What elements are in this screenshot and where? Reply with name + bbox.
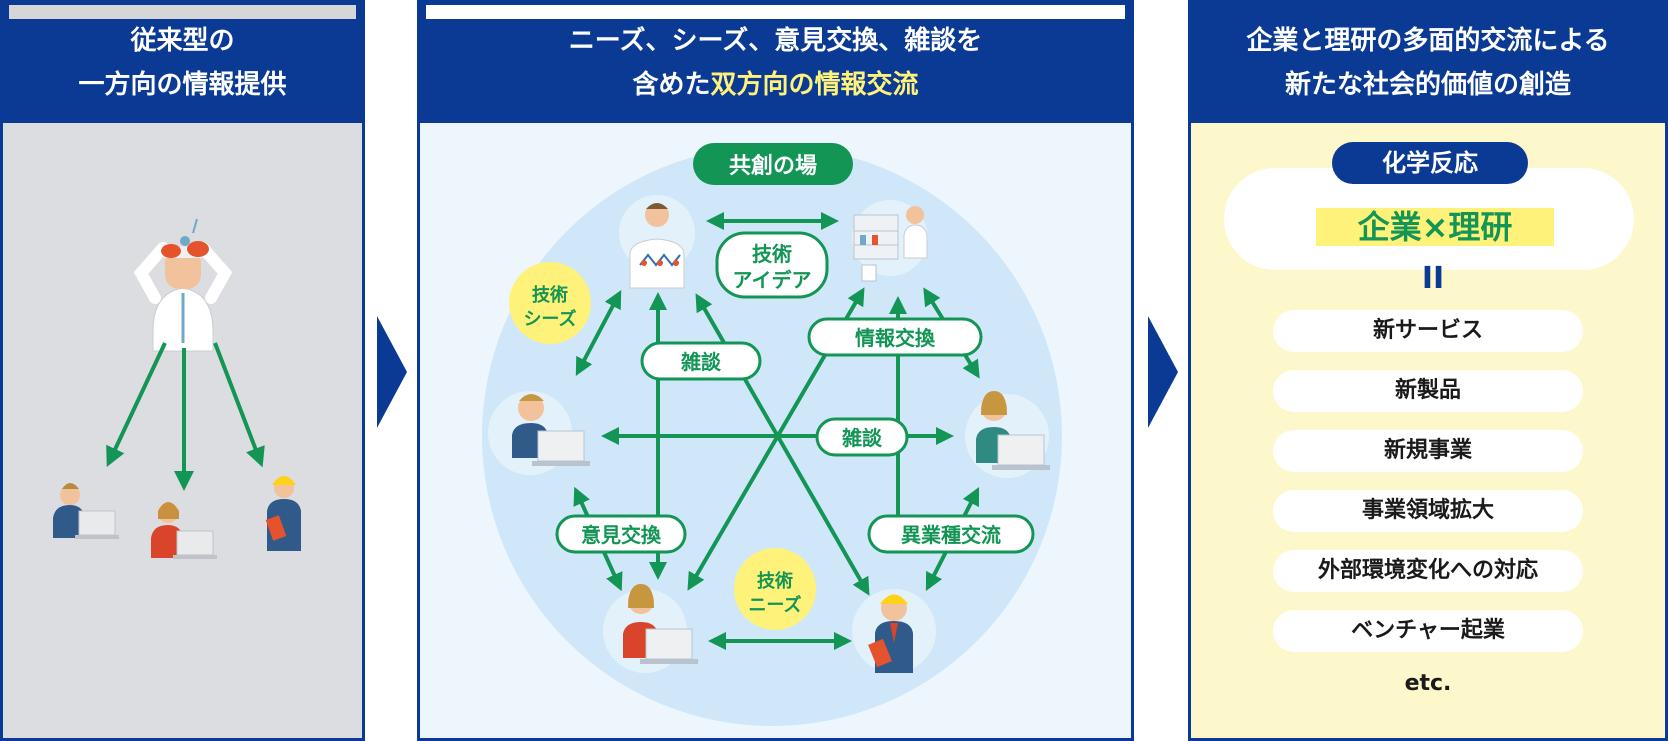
info-exchange-text: 情報交換 [855, 326, 936, 350]
header-top-bar [426, 5, 1125, 19]
chat-upper-text: 雑談 [680, 350, 722, 374]
panel-value-creation: 企業と理研の多面的交流による 新たな社会的価値の創造 化学反応 企業×理研 II… [1188, 0, 1668, 741]
co-creation-diagram: 共創の場 技術 シーズ 技術 ニーズ 技術 アイデア 雑談 情報交換 雑談 意見… [482, 143, 1062, 726]
chemical-reaction-badge: 化学反応 [1332, 142, 1528, 184]
etc-text: etc. [1404, 671, 1452, 696]
one-way-diagram [53, 218, 301, 559]
chat-middle-pill [815, 417, 909, 457]
panel-bidirectional: ニーズ、シーズ、意見交換、雑談を 含めた双方向の情報交流 [417, 0, 1134, 741]
tech-needs-bubble [734, 548, 816, 630]
tech-idea-text-1: 技術 [752, 242, 792, 266]
lab-researcher-icon [852, 200, 928, 282]
title-plain-part: 含めた [632, 70, 711, 100]
result-new-service: 新サービス [1273, 310, 1583, 352]
panel-conventional-title-line1: 従来型の [130, 26, 235, 56]
result-venture-startup: ベンチャー起業 [1273, 610, 1583, 652]
woman-laptop-icon [965, 391, 1050, 478]
tech-seeds-bubble [509, 262, 591, 344]
result-business-expansion: 事業領域拡大 [1273, 490, 1583, 532]
woman-laptop-icon [603, 584, 698, 673]
chat-upper-pill [640, 341, 762, 381]
panel-bidirectional-title-line2: 含めた双方向の情報交流 [420, 63, 1131, 107]
person-hardhat-icon [265, 476, 301, 551]
header-top-bar [9, 5, 356, 19]
panel-value-creation-header: 企業と理研の多面的交流による 新たな社会的価値の創造 [1191, 3, 1665, 123]
co-creation-badge [693, 143, 853, 185]
tech-seeds-text-2: シーズ [523, 308, 576, 330]
chat-middle-text: 雑談 [841, 426, 883, 450]
title-highlight-part: 双方向の情報交流 [710, 70, 919, 100]
panel-value-creation-title-line2: 新たな社会的価値の創造 [1284, 70, 1571, 100]
scientist-juggling-icon [133, 218, 233, 352]
result-environment-response: 外部環境変化への対応 [1273, 550, 1583, 592]
tech-seeds-text-1: 技術 [532, 284, 568, 306]
result-new-business: 新規事業 [1273, 430, 1583, 472]
cross-industry-pill [867, 514, 1035, 554]
person-laptop-icon [53, 483, 119, 539]
opinion-exchange-text: 意見交換 [581, 523, 662, 547]
co-creation-badge-text: 共創の場 [729, 154, 817, 179]
result-new-product: 新製品 [1273, 370, 1583, 412]
tech-needs-text-2: ニーズ [748, 594, 801, 616]
arrow-right-chevron [1148, 316, 1178, 428]
panel-bidirectional-title-line1: ニーズ、シーズ、意見交換、雑談を [568, 26, 983, 56]
panel-value-creation-title-line1: 企業と理研の多面的交流による [1246, 26, 1610, 56]
company-x-riken-text: 企業×理研 [1316, 208, 1554, 246]
cross-industry-text: 異業種交流 [901, 523, 1001, 547]
arrow-right-chevron [377, 316, 407, 428]
panel-conventional-title-line2: 一方向の情報提供 [78, 70, 287, 100]
person-laptop-icon [151, 502, 217, 559]
panel-conventional: 従来型の 一方向の情報提供 [0, 0, 365, 741]
info-exchange-pill [807, 317, 983, 357]
tech-needs-text-1: 技術 [757, 570, 793, 592]
panel-conventional-header: 従来型の 一方向の情報提供 [3, 3, 362, 123]
equals-sign: II [1421, 261, 1445, 296]
tech-idea-text-2: アイデア [733, 268, 812, 292]
man-laptop-icon [488, 391, 590, 475]
worker-hardhat-icon [852, 589, 936, 673]
scientist-icon [619, 195, 695, 289]
opinion-exchange-pill [555, 514, 687, 554]
tech-idea-pill [715, 231, 829, 299]
panel-bidirectional-header: ニーズ、シーズ、意見交換、雑談を 含めた双方向の情報交流 [420, 3, 1131, 123]
